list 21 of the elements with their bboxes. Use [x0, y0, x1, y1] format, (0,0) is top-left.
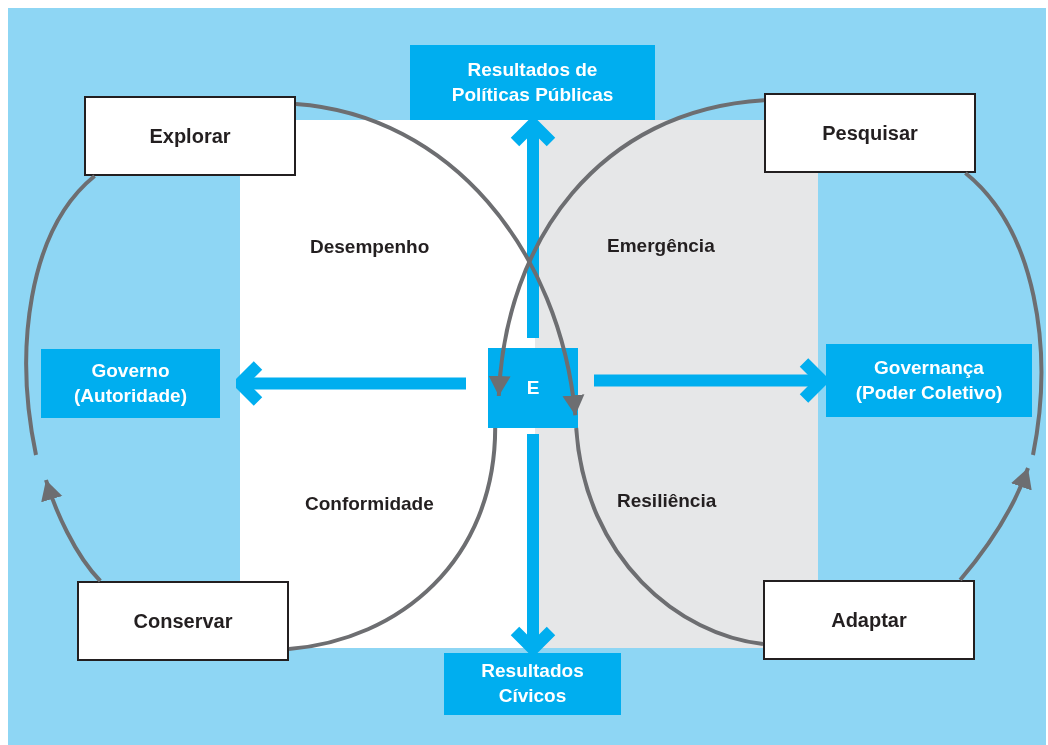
region-label: Resiliência	[617, 490, 717, 512]
outcome-box: Governo (Autoridade)	[41, 349, 220, 418]
center-box: E	[488, 348, 578, 428]
result-box: Resultados de Políticas Públicas	[410, 45, 655, 120]
region-label: Desempenho	[310, 236, 430, 258]
arrow	[594, 356, 828, 405]
arrow	[509, 118, 557, 338]
arrow	[295, 102, 584, 416]
region-label: Emergência	[607, 235, 715, 257]
result-box: Resultados Cívicos	[444, 653, 621, 715]
arrow	[958, 467, 1032, 582]
stage-box: Explorar	[84, 96, 296, 176]
arrow	[41, 479, 102, 583]
arrow	[509, 434, 557, 655]
stage-box: Conservar	[77, 581, 289, 661]
stage-box: Adaptar	[763, 580, 975, 660]
region-label: Conformidade	[305, 493, 434, 515]
arrow	[489, 98, 765, 397]
outcome-box: Governança (Poder Coletivo)	[826, 344, 1032, 417]
stage-box: Pesquisar	[764, 93, 976, 173]
arrow	[234, 359, 466, 408]
